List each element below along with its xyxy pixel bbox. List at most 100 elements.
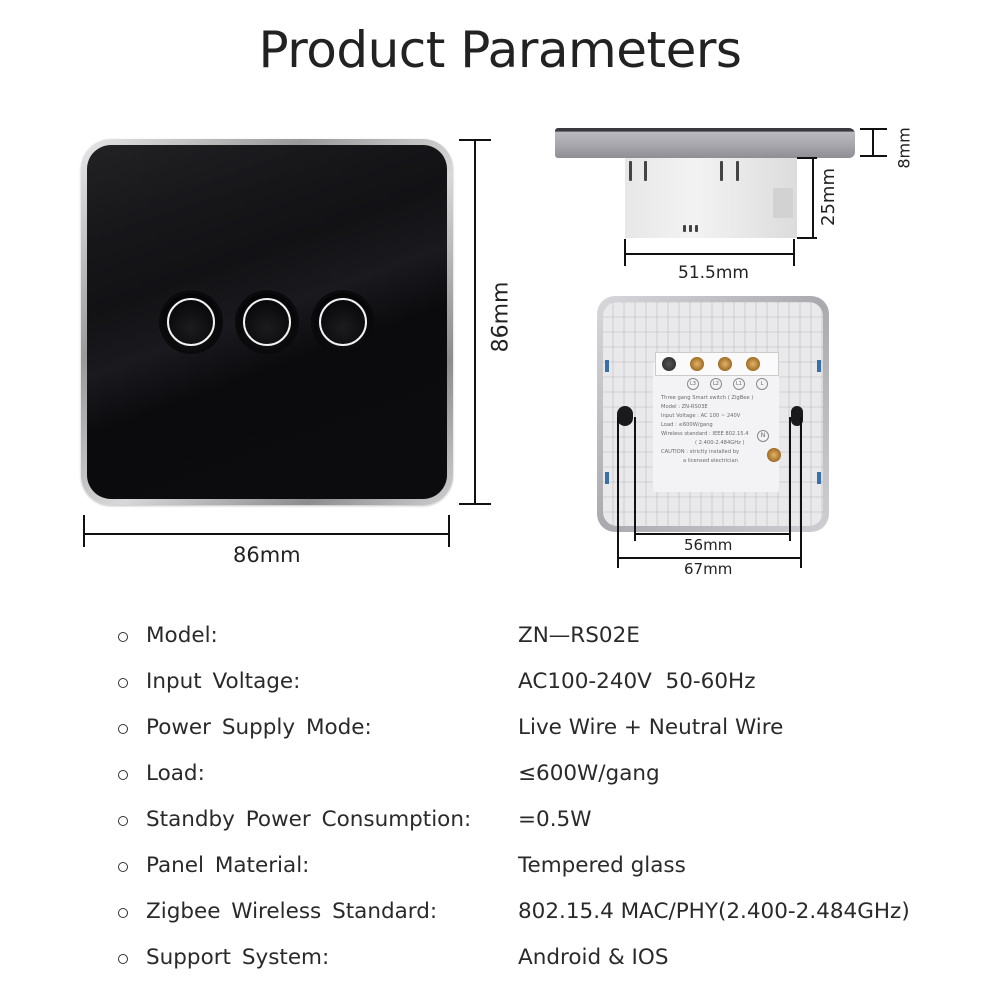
dim-tick [797, 157, 817, 159]
vent-slot [689, 225, 692, 232]
spec-label: Standby Power Consumption: [146, 807, 472, 832]
spec-row: Standby Power Consumption: =0.5W [118, 805, 958, 835]
button-ring-icon [319, 298, 367, 346]
terminal-tag-l3: L3 [687, 378, 699, 390]
dim-tick [448, 515, 450, 547]
label-line: Load : ≤600W/gang [661, 422, 713, 428]
clip [817, 472, 821, 484]
vent-slot [629, 161, 632, 181]
back-frame: L3 L2 L1 L Three gang Smart switch ( Zig… [597, 296, 829, 532]
vent-slot [644, 161, 647, 181]
dim-extension [617, 417, 619, 568]
dim-tick [793, 239, 795, 266]
spec-value: Android & IOS [518, 945, 669, 970]
terminal-tag-l1: L1 [733, 378, 745, 390]
dim-extension [634, 417, 636, 541]
spec-value: Live Wire + Neutral Wire [518, 715, 784, 740]
spec-label: Panel Material: [146, 853, 310, 878]
side-plate [555, 128, 855, 158]
back-housing: L3 L2 L1 L Three gang Smart switch ( Zig… [603, 302, 823, 526]
spec-label: Model: [146, 623, 218, 648]
spec-value: ≤600W/gang [518, 761, 660, 786]
terminal-screw [718, 357, 732, 371]
dim-line-width [83, 533, 449, 535]
outer-spacing-label: 67mm [684, 560, 733, 578]
spec-label: Input Voltage: [146, 669, 301, 694]
vent-slot [683, 225, 686, 232]
touch-button-3 [314, 293, 372, 351]
spec-row: Support System: Android & IOS [118, 943, 958, 973]
clip [605, 360, 609, 372]
terminal-block [655, 352, 779, 376]
dim-extension [800, 417, 802, 568]
clip [817, 360, 821, 372]
vent-slot [695, 225, 698, 232]
mount-hole-left [617, 406, 633, 426]
neutral-terminal-screw [767, 448, 781, 462]
bullet-circle-icon [118, 862, 128, 872]
side-notch [773, 188, 793, 218]
dim-tick [860, 155, 887, 157]
bullet-circle-icon [118, 770, 128, 780]
inner-spacing-label: 56mm [684, 536, 733, 554]
spec-value: =0.5W [518, 807, 592, 832]
spec-row: Zigbee Wireless Standard: 802.15.4 MAC/P… [118, 897, 958, 927]
thickness-dimension-label: 8mm [894, 127, 914, 169]
dim-extension [789, 417, 791, 541]
spec-row: Power Supply Mode: Live Wire + Neutral W… [118, 713, 958, 743]
side-body [625, 158, 797, 238]
clip [605, 472, 609, 484]
terminal-tag-l2: L2 [710, 378, 722, 390]
dim-line-thickness [872, 128, 874, 157]
bullet-circle-icon [118, 724, 128, 734]
dim-tick [83, 515, 85, 547]
label-line: CAUTION : strictly installed by [661, 449, 740, 455]
spec-row: Model: ZN—RS02E [118, 621, 958, 651]
terminal-empty [662, 357, 676, 371]
bullet-circle-icon [118, 632, 128, 642]
label-line: a licensed electrician [683, 458, 738, 464]
spec-value: AC100-240V 50-60Hz [518, 669, 756, 694]
dim-line-height [474, 139, 476, 505]
dim-line-body-width [624, 253, 795, 255]
spec-row: Load: ≤600W/gang [118, 759, 958, 789]
bullet-circle-icon [118, 954, 128, 964]
spec-row: Input Voltage: AC100-240V 50-60Hz [118, 667, 958, 697]
spec-label: Support System: [146, 945, 330, 970]
width-dimension-label: 86mm [233, 543, 301, 567]
label-line: Model : ZN-RS03E [661, 404, 708, 410]
bullet-circle-icon [118, 678, 128, 688]
spec-row: Panel Material: Tempered glass [118, 851, 958, 881]
spec-label: Zigbee Wireless Standard: [146, 899, 438, 924]
switch-panel-frame [81, 139, 453, 505]
dim-tick [459, 503, 491, 505]
touch-button-2 [238, 293, 296, 351]
bullet-circle-icon [118, 816, 128, 826]
dim-tick [797, 237, 817, 239]
terminal-tag-l: L [756, 378, 768, 390]
spec-value: 802.15.4 MAC/PHY(2.400-2.484GHz) [518, 899, 910, 924]
label-line: Input Voltage : AC 100 ~ 240V [661, 413, 741, 419]
height-dimension-label: 86mm [488, 281, 514, 353]
dim-line-outer-spacing [617, 557, 802, 559]
terminal-tag-n: N [757, 430, 769, 442]
touch-button-1 [162, 293, 220, 351]
label-line: ( 2.400-2.484GHz ) [695, 440, 745, 446]
vent-slot [736, 161, 739, 181]
depth-dimension-label: 25mm [817, 168, 839, 226]
spec-value: Tempered glass [518, 853, 686, 878]
terminal-screw [690, 357, 704, 371]
button-ring-icon [243, 298, 291, 346]
body-width-dimension-label: 51.5mm [678, 263, 749, 283]
spec-value: ZN—RS02E [518, 623, 640, 648]
switch-glass-panel [87, 145, 447, 499]
terminal-screw [746, 357, 760, 371]
dim-line-depth [812, 157, 814, 239]
label-line: Wireless standard : IEEE 802.15.4 [661, 431, 749, 437]
spec-label: Load: [146, 761, 205, 786]
bullet-circle-icon [118, 908, 128, 918]
vent-slot [720, 161, 723, 181]
button-ring-icon [167, 298, 215, 346]
spec-label: Power Supply Mode: [146, 715, 372, 740]
dim-tick [624, 239, 626, 266]
